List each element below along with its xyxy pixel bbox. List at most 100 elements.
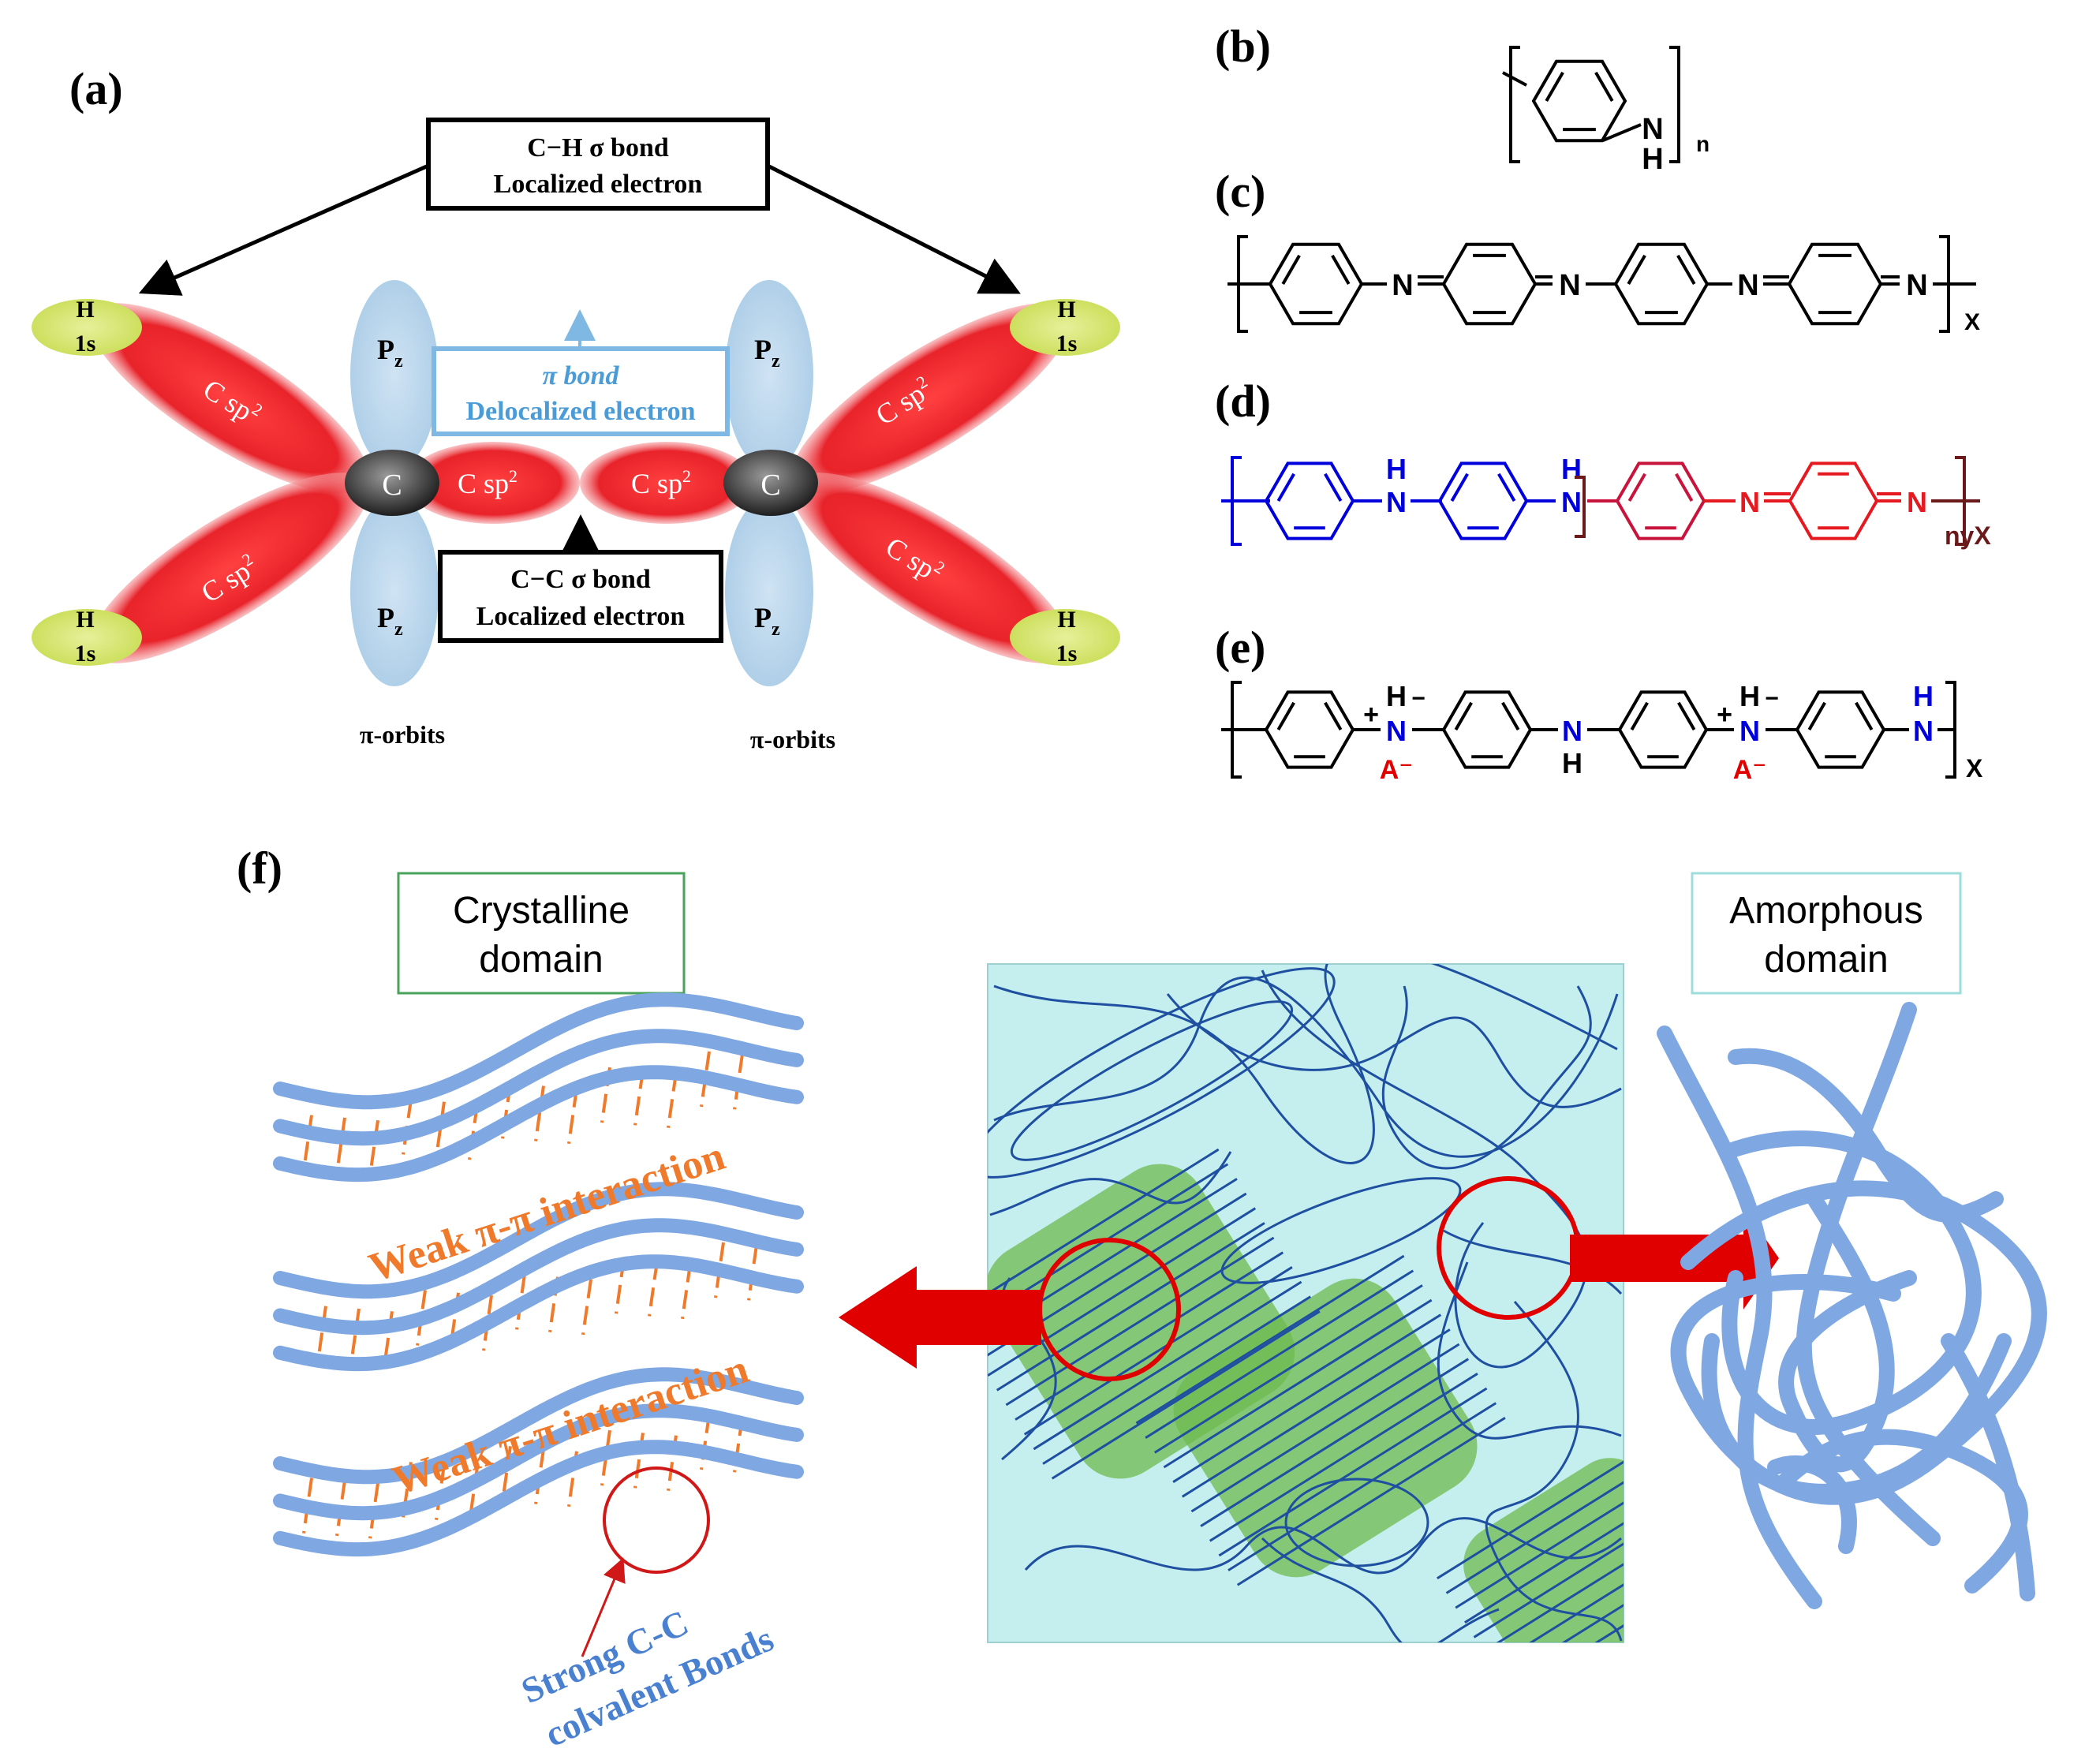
- lamella-line: [1529, 1583, 1624, 1642]
- lamella-line: [1594, 1624, 1624, 1642]
- benzene-ring-b: [1531, 59, 1627, 143]
- lamella-line: [1042, 1295, 1312, 1465]
- carbon-atom-left: [345, 450, 439, 516]
- cc-bond-line2: Localized electron: [476, 602, 686, 631]
- nitrogen-label-d: N: [1907, 486, 1927, 518]
- anion-label-e: A⁻: [1733, 755, 1767, 785]
- lamella-line: [988, 1207, 1257, 1377]
- lamella-line: [1455, 1501, 1624, 1609]
- hydrogen-label-e: H: [1913, 680, 1934, 712]
- ring-double-bond: [1501, 701, 1520, 730]
- csp2-lobes: [89, 303, 1071, 663]
- pz-label: P: [754, 334, 772, 365]
- lamella-line: [1464, 1522, 1624, 1624]
- ch-bond-line1: C−H σ bond: [527, 133, 669, 163]
- pi-interaction-dash: [567, 1088, 578, 1145]
- nitrogen-label-b: N: [1642, 113, 1663, 146]
- amorphous-chain: [1166, 993, 1622, 1108]
- amorphous-chain: [1220, 1177, 1462, 1284]
- ch-bond-line2: Localized electron: [494, 170, 703, 199]
- pi-interaction-dash: [534, 1085, 545, 1141]
- nitrogen-label-c: N: [1906, 269, 1927, 302]
- hydrogen-label-d: H: [1561, 453, 1582, 485]
- minus-label-e: −: [1765, 686, 1779, 712]
- lamella-line: [1236, 1417, 1506, 1586]
- lamella-line: [1181, 1328, 1451, 1498]
- nitrogen-label-c: N: [1737, 269, 1758, 302]
- nitrogen-label-c: N: [1559, 269, 1580, 302]
- crystalline-domain: [273, 992, 804, 1557]
- lamella-line: [1163, 1298, 1433, 1469]
- benzene-ring: [1264, 690, 1355, 769]
- amorphous-chain: [1485, 1301, 1623, 1642]
- panel-label-f: (f): [237, 843, 282, 894]
- tangled-chain: [1657, 1026, 1822, 1609]
- chem-bracket: [1575, 476, 1586, 538]
- amorphous-chain: [1381, 985, 1592, 1170]
- pi-interaction-dash: [335, 1117, 346, 1174]
- subscript-nyx-d: nyX: [1945, 521, 1991, 550]
- pz-orbitals: [350, 280, 813, 686]
- panel-labels-be: (b) (c) (d) (e): [1215, 21, 1271, 673]
- semicrystalline-generated: [988, 964, 1624, 1642]
- subscript-x-e: X: [1966, 754, 1983, 783]
- benzene-ring: [1787, 242, 1883, 326]
- svg-text:Pz: Pz: [377, 602, 403, 640]
- pi-interaction-dash: [681, 1263, 692, 1320]
- polymer-chain: [273, 992, 804, 1110]
- ring-double-bond: [1855, 701, 1874, 731]
- arrow-to-crystalline: [839, 1266, 1041, 1369]
- polymer-chain: [273, 1218, 804, 1336]
- panel-f: (f) Crystalline domain Amorphous domain …: [237, 843, 2047, 1754]
- polymer-chain: [273, 1440, 804, 1557]
- lamella-line: [996, 1222, 1265, 1392]
- crystalline-label-box: [397, 872, 686, 995]
- h-label: H: [1057, 607, 1075, 633]
- pi-bond-box: [432, 346, 730, 436]
- benzene-ring: [1441, 242, 1538, 326]
- ring-double-bond: [1594, 71, 1614, 103]
- crystal-zoom-circle: [1037, 1238, 1181, 1381]
- benzene-ring: [1617, 690, 1709, 769]
- lamella-line: [1473, 1542, 1624, 1638]
- amorphous-chain: [989, 1151, 1232, 1216]
- panel-label-e: (e): [1215, 622, 1265, 673]
- tangled-chain: [1941, 1333, 2035, 1601]
- crystallite-region: [1463, 1458, 1624, 1642]
- ring-double-bond: [1324, 701, 1343, 730]
- chem-bracket: [1669, 46, 1680, 163]
- s1-label: 1s: [1056, 641, 1078, 667]
- lamella-line: [1033, 1280, 1302, 1451]
- crystalline-line2: domain: [479, 939, 603, 981]
- lamella-line: [1496, 1563, 1624, 1642]
- carbon-label-left: C: [382, 469, 402, 502]
- amorphous-chain: [988, 967, 1336, 1179]
- pz-label: P: [754, 602, 772, 633]
- lamella-line: [1051, 1310, 1321, 1480]
- amorph-zoom-circle: [1437, 1176, 1580, 1320]
- tangled-chain: [1775, 1429, 2028, 1593]
- benzene-ring: [1788, 461, 1879, 540]
- lamella-line: [988, 1148, 1220, 1295]
- carbon-label-right: C: [760, 469, 780, 502]
- chem-bracket: [1945, 681, 1956, 779]
- ring-double-bond: [1276, 701, 1295, 730]
- pi-bond-line2: Delocalized electron: [465, 397, 695, 426]
- crystalline-line1: Crystalline: [453, 890, 630, 932]
- lamella-line: [1209, 1373, 1478, 1542]
- pz-sub: z: [394, 619, 403, 640]
- benzene-ring: [1441, 690, 1533, 769]
- ring-double-bond: [1324, 473, 1343, 502]
- benzene-ring: [1268, 242, 1364, 326]
- lamella-line: [1153, 1284, 1423, 1454]
- ring-double-bond: [1677, 701, 1696, 731]
- lamella-line: [1445, 1481, 1624, 1594]
- weak-pi-label-2: Weak π-π interaction: [387, 1347, 754, 1504]
- polymer-chain: [273, 1403, 804, 1521]
- pi-interaction-dash: [667, 1072, 678, 1128]
- plus-charge-e: +: [1363, 700, 1379, 730]
- s1-label: 1s: [75, 331, 96, 357]
- hydrogen-label-e: H: [1739, 680, 1760, 712]
